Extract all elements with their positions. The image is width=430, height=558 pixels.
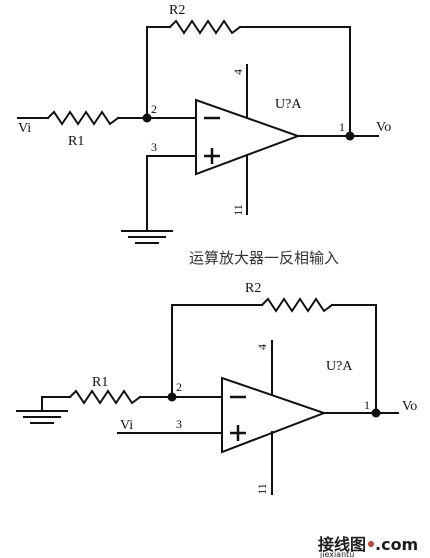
bottom-circuit bbox=[41, 297, 399, 495]
top-junction-input bbox=[142, 113, 152, 123]
top-vi-label: Vi bbox=[18, 121, 31, 136]
watermark-sub: jiexiantu bbox=[319, 550, 354, 558]
top-opamp-ref: U?A bbox=[275, 97, 302, 112]
bottom-r1-resistor bbox=[68, 389, 142, 405]
watermark-brand: 接线图 bbox=[318, 535, 366, 554]
bottom-vo-label: Vo bbox=[402, 399, 417, 414]
bottom-pin-out: 1 bbox=[364, 398, 370, 412]
bottom-pin-noninv: 3 bbox=[176, 417, 182, 431]
top-pin-inv: 2 bbox=[151, 102, 157, 116]
top-r1-label: R1 bbox=[68, 134, 84, 149]
top-ground-icon bbox=[121, 230, 173, 244]
watermark: 接线图 .com jiexiantu bbox=[318, 535, 418, 558]
top-circuit bbox=[17, 19, 379, 231]
top-r2-label: R2 bbox=[169, 3, 185, 18]
watermark-dot-icon bbox=[368, 541, 374, 547]
top-r2-resistor bbox=[168, 19, 242, 35]
bottom-r1-label: R1 bbox=[92, 375, 108, 390]
bottom-r2-label: R2 bbox=[245, 281, 261, 296]
top-caption: 运算放大器一反相输入 bbox=[189, 249, 339, 267]
top-junction-output bbox=[345, 131, 355, 141]
top-pin-vneg: 11 bbox=[231, 204, 245, 216]
top-vo-label: Vo bbox=[376, 120, 391, 135]
bottom-pin-vneg: 11 bbox=[255, 483, 269, 495]
bottom-junction-input bbox=[167, 392, 177, 402]
watermark-domain: .com bbox=[375, 535, 418, 554]
top-pin-noninv: 3 bbox=[151, 140, 157, 154]
bottom-pin-inv: 2 bbox=[176, 380, 182, 394]
bottom-opamp-ref: U?A bbox=[326, 359, 353, 374]
top-pin-vpos: 4 bbox=[231, 69, 245, 75]
bottom-junction-output bbox=[371, 408, 381, 418]
bottom-pin-vpos: 4 bbox=[255, 344, 269, 350]
bottom-r2-resistor bbox=[260, 297, 334, 313]
top-r1-resistor bbox=[46, 110, 120, 126]
bottom-ground-icon bbox=[16, 410, 68, 424]
top-pin-out: 1 bbox=[339, 120, 345, 134]
bottom-vi-label: Vi bbox=[120, 418, 133, 433]
